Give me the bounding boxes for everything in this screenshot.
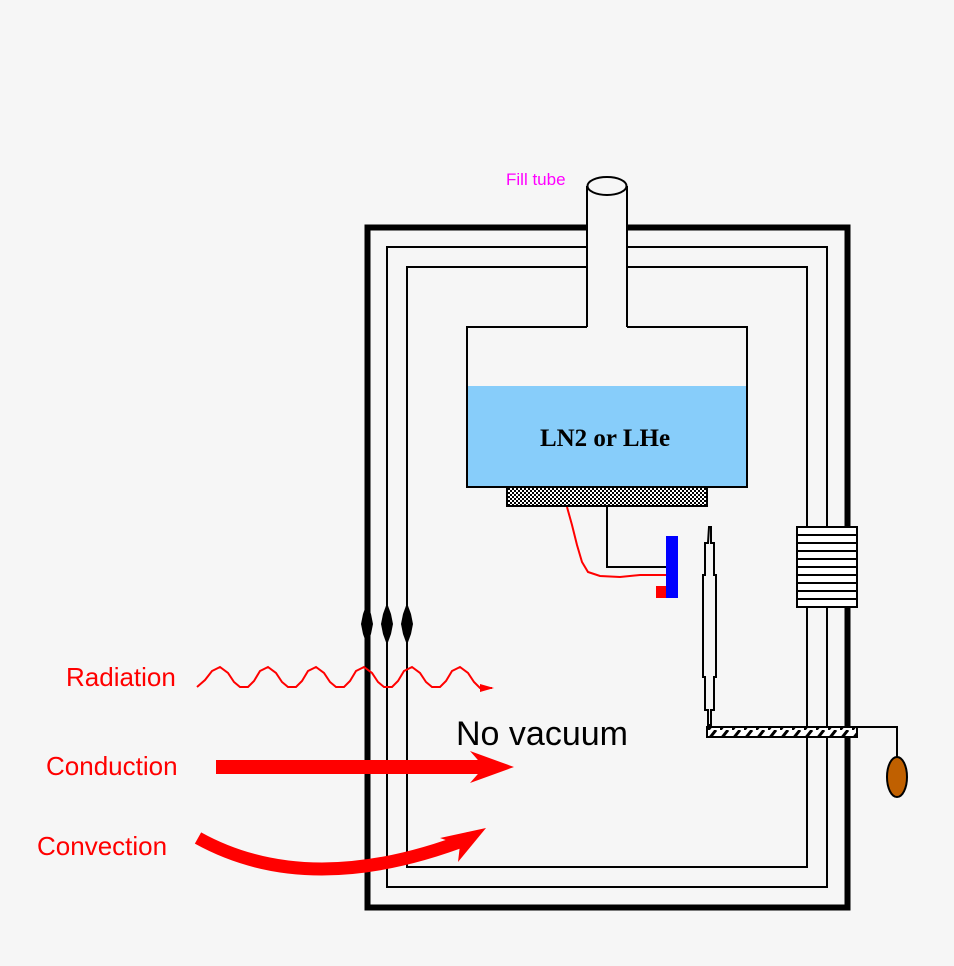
sample — [656, 586, 666, 598]
manipulator-rod — [702, 526, 717, 726]
conduction-arrowhead — [470, 751, 514, 783]
fill-tube — [587, 186, 627, 327]
cold-finger — [606, 507, 667, 568]
fill-tube-label: Fill tube — [506, 170, 566, 189]
cryogen-label: LN2 or LHe — [540, 425, 670, 452]
radiation-arrowhead — [480, 684, 494, 692]
bellows-ribs — [797, 534, 857, 600]
fill-tube-opening — [586, 176, 628, 196]
convection-label: Convection — [37, 831, 167, 861]
cryogen-liquid — [468, 386, 746, 487]
radiation-arrow — [196, 665, 492, 689]
convection-arrow-shaft — [194, 831, 473, 876]
conduction-arrow-shaft — [216, 760, 492, 774]
cold-plate — [506, 486, 708, 507]
sensor-wire — [566, 506, 668, 579]
feedthrough-arm — [706, 726, 858, 738]
feedthrough-knob — [886, 756, 908, 798]
no-vacuum-label: No vacuum — [456, 715, 628, 753]
electrical-feedthroughs — [361, 603, 413, 645]
radiation-label: Radiation — [66, 662, 176, 692]
convection-arrowhead — [440, 828, 486, 862]
conduction-label: Conduction — [46, 751, 178, 781]
sample-holder — [666, 536, 678, 598]
